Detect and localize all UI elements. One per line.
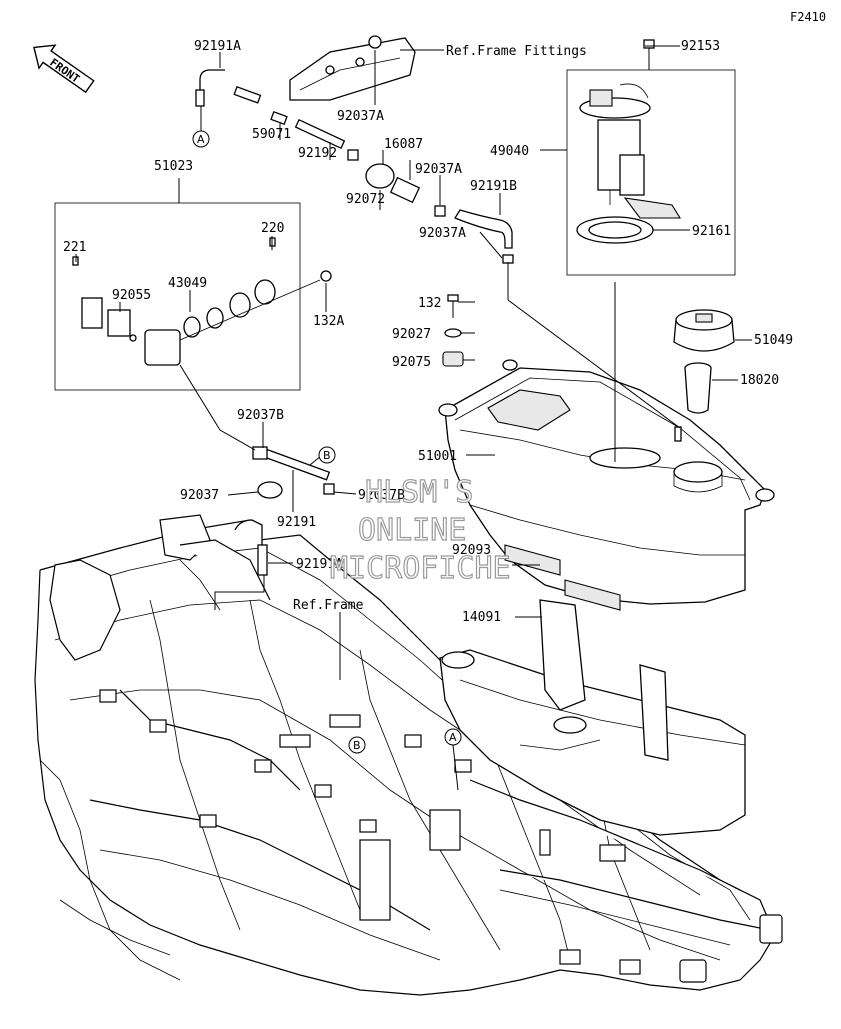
- part-label-59071: 59071: [252, 127, 291, 142]
- hose-92191A-drawing: [195, 69, 262, 107]
- part-label-92072: 92072: [346, 192, 385, 207]
- washer-92027-drawing: [444, 328, 462, 338]
- part-label-92191A-b: 92191A: [296, 557, 343, 572]
- part-label-49040: 49040: [490, 144, 529, 159]
- joint-59071-drawing: [270, 111, 288, 125]
- part-label-92192: 92192: [298, 146, 337, 161]
- part-label-92191A: 92191A: [194, 39, 241, 54]
- frame-fitting-bracket-drawing: [289, 35, 416, 101]
- part-label-51023: 51023: [154, 159, 193, 174]
- part-label-92037: 92037: [180, 488, 219, 503]
- hose-92191B-drawing: [454, 209, 513, 249]
- part-label-51001: 51001: [418, 449, 457, 464]
- screw-92153-drawing: [643, 39, 655, 70]
- callout-b-top: B: [318, 446, 336, 464]
- fuel-cap-51049-drawing: [673, 309, 735, 352]
- callout-b-frame: B: [348, 736, 366, 754]
- filter-16087-drawing: [389, 176, 421, 204]
- clamp-92037A-b-drawing: [434, 205, 446, 217]
- bolt-132-drawing: [447, 294, 459, 318]
- filter-18020-drawing: [684, 362, 712, 414]
- part-label-92037B-b: 92037B: [358, 488, 405, 503]
- part-label-92037B: 92037B: [237, 408, 284, 423]
- watermark-line-1: HLSM'S: [365, 475, 473, 510]
- part-label-92037A-b: 92037A: [415, 162, 462, 177]
- damper-92072-drawing: [365, 163, 395, 189]
- hose-92192-drawing: [294, 118, 346, 150]
- part-label-132A: 132A: [313, 314, 344, 329]
- part-label-92037A-c: 92037A: [419, 226, 466, 241]
- frame-drawing: [34, 514, 783, 996]
- rubber-pad-92093-drawing: [504, 544, 621, 611]
- part-label-92027: 92027: [392, 327, 431, 342]
- damper-92075-drawing: [442, 351, 464, 367]
- clamp-92037A-c-drawing: [502, 254, 514, 264]
- part-label-132: 132: [418, 296, 441, 311]
- part-label-18020: 18020: [740, 373, 779, 388]
- ref-frame-label: Ref.Frame: [293, 598, 364, 613]
- watermark-line-2: ONLINE: [358, 513, 466, 548]
- svg-text:B: B: [323, 449, 331, 462]
- tank-guard-14091-drawing: [439, 599, 746, 836]
- part-label-220: 220: [261, 221, 284, 236]
- callout-a-top: A: [192, 106, 210, 148]
- watermark-line-3: MICROFICHE: [330, 551, 511, 586]
- part-label-43049: 43049: [168, 276, 207, 291]
- hose-92191-drawing: [252, 446, 335, 499]
- fuel-tank-drawing: [438, 359, 775, 605]
- part-label-14091: 14091: [462, 610, 501, 625]
- part-label-92191B: 92191B: [470, 179, 517, 194]
- svg-text:A: A: [197, 133, 205, 146]
- ref-frame-fittings-label: Ref.Frame Fittings: [446, 44, 587, 59]
- part-label-92037A: 92037A: [337, 109, 384, 124]
- svg-text:B: B: [353, 739, 361, 752]
- svg-text:A: A: [449, 731, 457, 744]
- part-label-51049: 51049: [754, 333, 793, 348]
- pump-assembly-51023-drawing: [54, 202, 332, 391]
- front-arrow-icon: FRONT: [33, 44, 95, 94]
- hose-92191A-lower-drawing: [234, 519, 268, 576]
- diagram-code: F2410: [790, 10, 826, 24]
- part-label-92093: 92093: [452, 543, 491, 558]
- part-label-92153: 92153: [681, 39, 720, 54]
- part-label-221: 221: [63, 240, 86, 255]
- callout-a-frame: A: [444, 728, 462, 791]
- part-label-92075: 92075: [392, 355, 431, 370]
- part-label-92191: 92191: [277, 515, 316, 530]
- part-label-92055: 92055: [112, 288, 151, 303]
- part-label-16087: 16087: [384, 137, 423, 152]
- fuel-pump-49040-drawing: [566, 69, 736, 276]
- leader-lines: [75, 45, 752, 680]
- part-label-92161: 92161: [692, 224, 731, 239]
- clamp-92037A-drawing: [347, 149, 359, 161]
